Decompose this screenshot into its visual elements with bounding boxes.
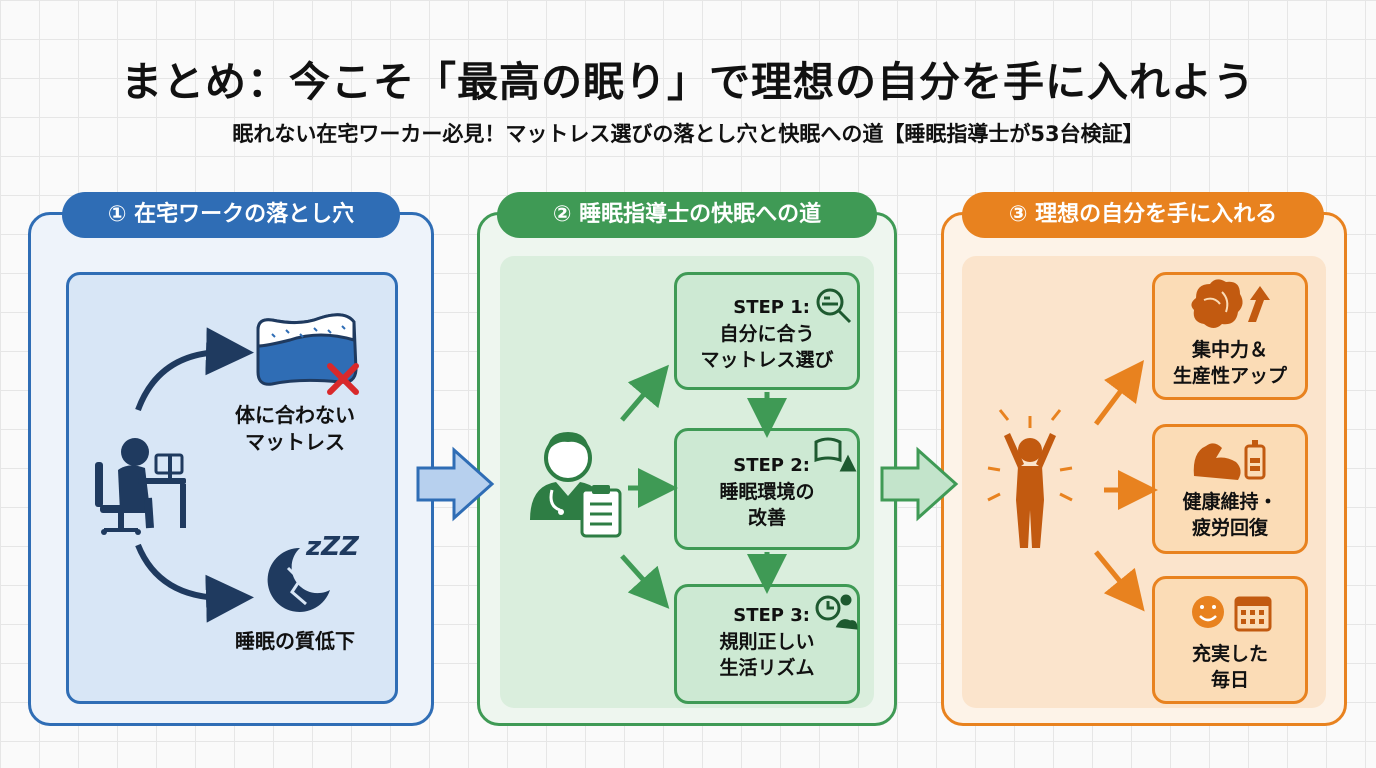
big-arrow-1 [416,446,495,522]
muscle-battery-icon [1193,440,1266,480]
outcome-3-box [1152,576,1308,704]
step-2-box [674,428,860,550]
arrow-to-outcome3 [1094,550,1145,612]
step-1-box [674,272,860,390]
cross-mark-icon [327,363,359,395]
arrow-to-sleep [135,543,254,623]
broken-moon-icon [267,547,330,612]
arrow-to-step1 [620,364,669,422]
step-2-label: STEP 2: [733,455,810,476]
pitfalls-heading: ① 在宅ワークの落とし穴 [62,192,400,238]
pillow-lamp-icon [814,437,857,472]
outcome-2-text: 健康維持・ 疲労回復 [1182,491,1278,539]
clipboard-icon [580,485,622,538]
page-subtitle: 眠れない在宅ワーカー必見！マットレス選びの落とし穴と快眠への道【睡眠指導士が53… [232,122,1144,146]
step-1-text: 自分に合う マットレス選び [700,323,834,371]
search-bed-icon [816,288,852,324]
outcome-1-text: 集中力＆ 生産性アップ [1172,339,1287,387]
tired-worker-icon [95,438,186,535]
arrow-to-outcome1 [1094,360,1144,426]
zzz-label: zZZ [306,532,359,562]
path-heading: ② 睡眠指導士の快眠への道 [497,192,877,238]
step-1-label: STEP 1: [733,297,810,318]
arrow-to-mattress [135,327,254,412]
ideal-heading: ③ 理想の自分を手に入れる [962,192,1324,238]
brain-up-icon [1191,279,1270,328]
step-3-label: STEP 3: [733,605,810,626]
arrow-to-step3 [620,554,670,609]
outcome-3-text: 充実した 毎日 [1191,643,1268,691]
energized-person-icon [987,409,1073,548]
big-arrow-2 [880,446,959,522]
sleep-quality-label: 睡眠の質低下 [235,629,355,653]
page-title: まとめ：今こそ「最高の眠り」で理想の自分を手に入れよう [121,58,1255,106]
step-3-text: 規則正しい 生活リズム [719,631,815,679]
mattress-label: 体に合わない マットレス [235,403,355,454]
clock-sun-icon [815,594,858,630]
step-2-text: 睡眠環境の 改善 [719,481,815,529]
outcome-2-box [1152,424,1308,554]
smile-calendar-icon [1192,596,1272,632]
